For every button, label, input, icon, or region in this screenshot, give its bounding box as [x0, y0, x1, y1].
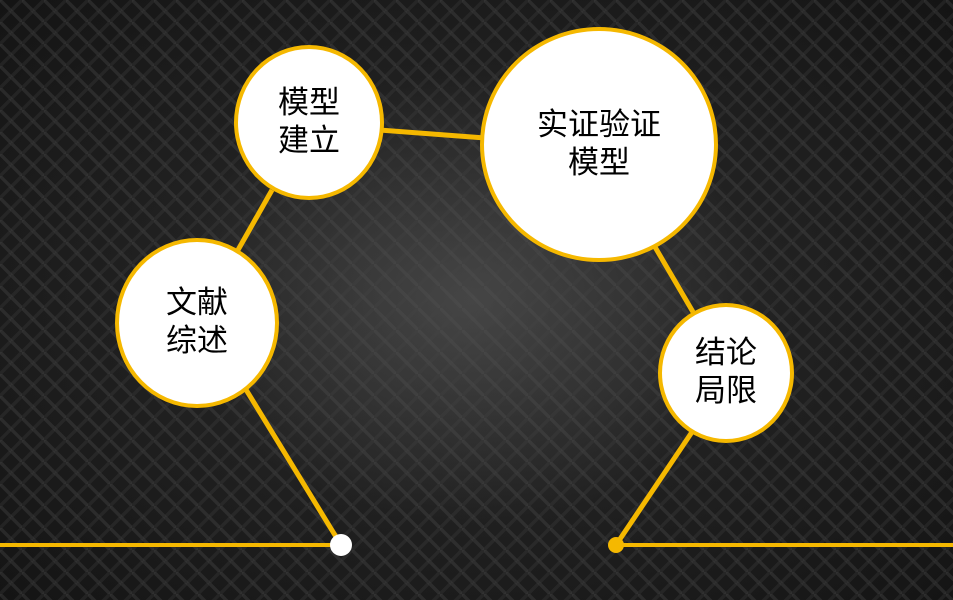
node-literature-review[interactable]: 文献 综述	[115, 238, 279, 408]
node-label-line2: 建立	[278, 122, 340, 159]
node-label-line1: 模型	[278, 84, 340, 121]
end-dot	[608, 537, 624, 553]
node-model-building[interactable]: 模型 建立	[234, 45, 384, 200]
node-label-line2: 模型	[568, 144, 630, 181]
node-empirical-validation[interactable]: 实证验证 模型	[480, 27, 718, 262]
node-conclusion-limitations[interactable]: 结论 局限	[658, 303, 794, 443]
connector-empirical-conclusion	[652, 245, 696, 314]
connector-model-empirical	[379, 127, 486, 141]
connector-literature-model	[235, 188, 275, 252]
node-label-line1: 文献	[166, 285, 228, 322]
connector-conclusion-end	[613, 430, 695, 547]
connector-start-literature	[242, 386, 344, 547]
node-label-line1: 实证验证	[537, 106, 661, 143]
node-label-line2: 综述	[166, 323, 228, 359]
node-label-line2: 局限	[695, 373, 757, 409]
start-dot	[330, 534, 352, 556]
node-label-line1: 结论	[695, 335, 757, 372]
